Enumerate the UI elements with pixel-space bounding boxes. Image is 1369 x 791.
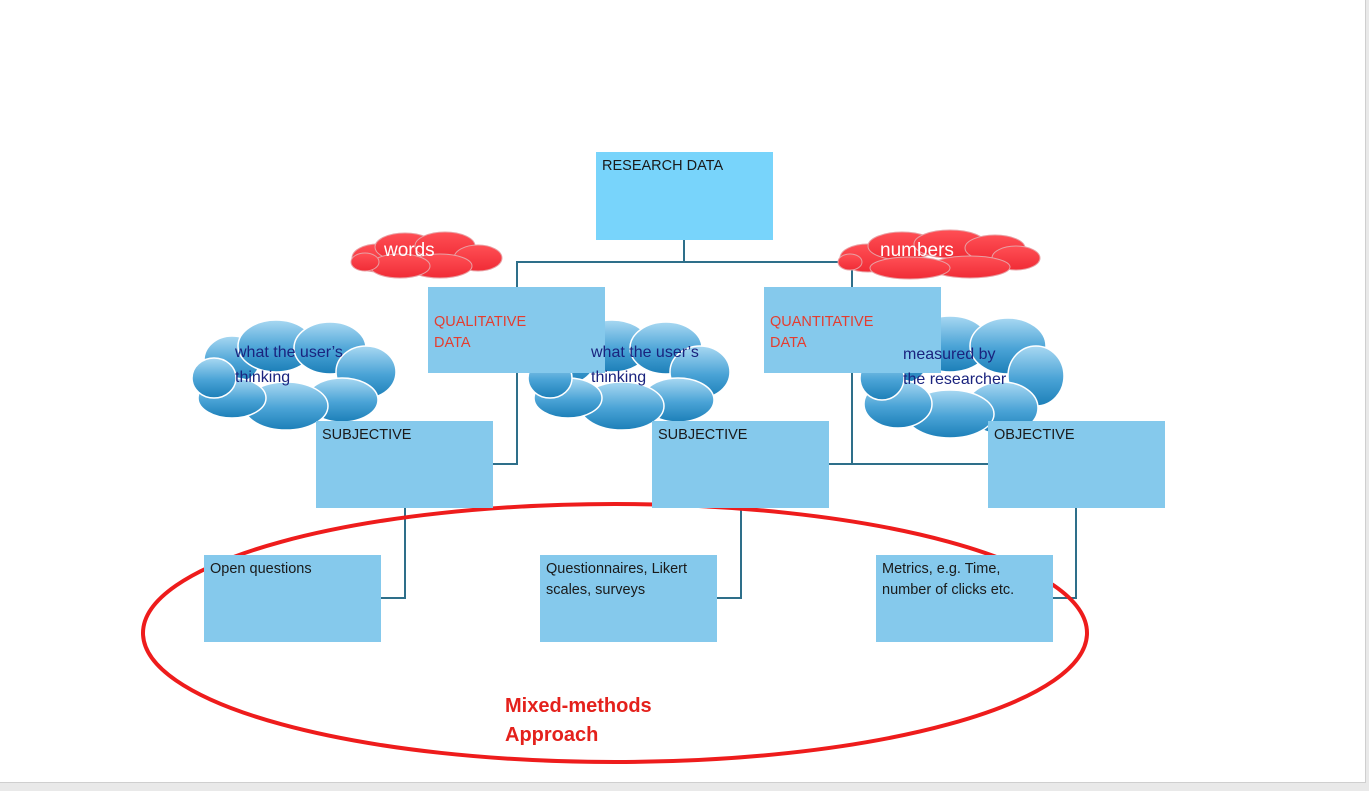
research-data-label: RESEARCH DATA (602, 158, 724, 174)
quantitative-data-label: QUANTITATIVE DATA (770, 314, 874, 351)
subjective-left-box: SUBJECTIVE (316, 421, 493, 508)
cloud-users-thinking-left-shape (191, 319, 397, 431)
questionnaires-label: Questionnaires, Likert scales, surveys (546, 561, 688, 598)
objective-label: OBJECTIVE (994, 427, 1075, 443)
open-questions-box: Open questions (204, 555, 381, 642)
research-data-box: RESEARCH DATA (596, 152, 773, 240)
connector-subjective-questionnaires (717, 508, 742, 599)
qualitative-data-label: QUALITATIVE DATA (434, 314, 527, 351)
subjective-middle-box: SUBJECTIVE (652, 421, 829, 508)
metrics-label: Metrics, e.g. Time, number of clicks etc… (882, 561, 1015, 598)
cloud-words-shape (350, 231, 503, 279)
connector-qualitative-subjective (493, 373, 518, 465)
cloud-users-thinking-middle-shape (527, 319, 731, 431)
metrics-box: Metrics, e.g. Time, number of clicks etc… (876, 555, 1053, 642)
qualitative-data-box: QUALITATIVE DATA (428, 287, 605, 373)
cloud-numbers-shape (837, 229, 1041, 280)
questionnaires-box: Questionnaires, Likert scales, surveys (540, 555, 717, 642)
objective-box: OBJECTIVE (988, 421, 1165, 508)
cloud-measured-by-researcher-label: measured by the researcher (903, 346, 1007, 388)
quantitative-data-box: QUANTITATIVE DATA (764, 287, 941, 373)
cloud-users-thinking-middle-label: what the user’s thinking (591, 344, 699, 386)
cloud-numbers-label: numbers (880, 240, 954, 261)
cloud-users-thinking-left-label: what the user’s thinking (235, 344, 343, 386)
cloud-words-label: words (384, 240, 435, 261)
connector-root-qualitative (516, 240, 685, 287)
subjective-left-label: SUBJECTIVE (322, 427, 412, 443)
mixed-methods-label: Mixed-methods Approach (505, 695, 652, 746)
connector-root-quantitative (684, 261, 853, 287)
connector-objective-metrics (1053, 508, 1077, 599)
open-questions-label: Open questions (210, 561, 312, 577)
mixed-methods-ellipse (141, 502, 1089, 764)
connector-lines (381, 240, 1077, 599)
connector-subjective-open-questions (381, 508, 406, 599)
subjective-middle-label: SUBJECTIVE (658, 427, 748, 443)
